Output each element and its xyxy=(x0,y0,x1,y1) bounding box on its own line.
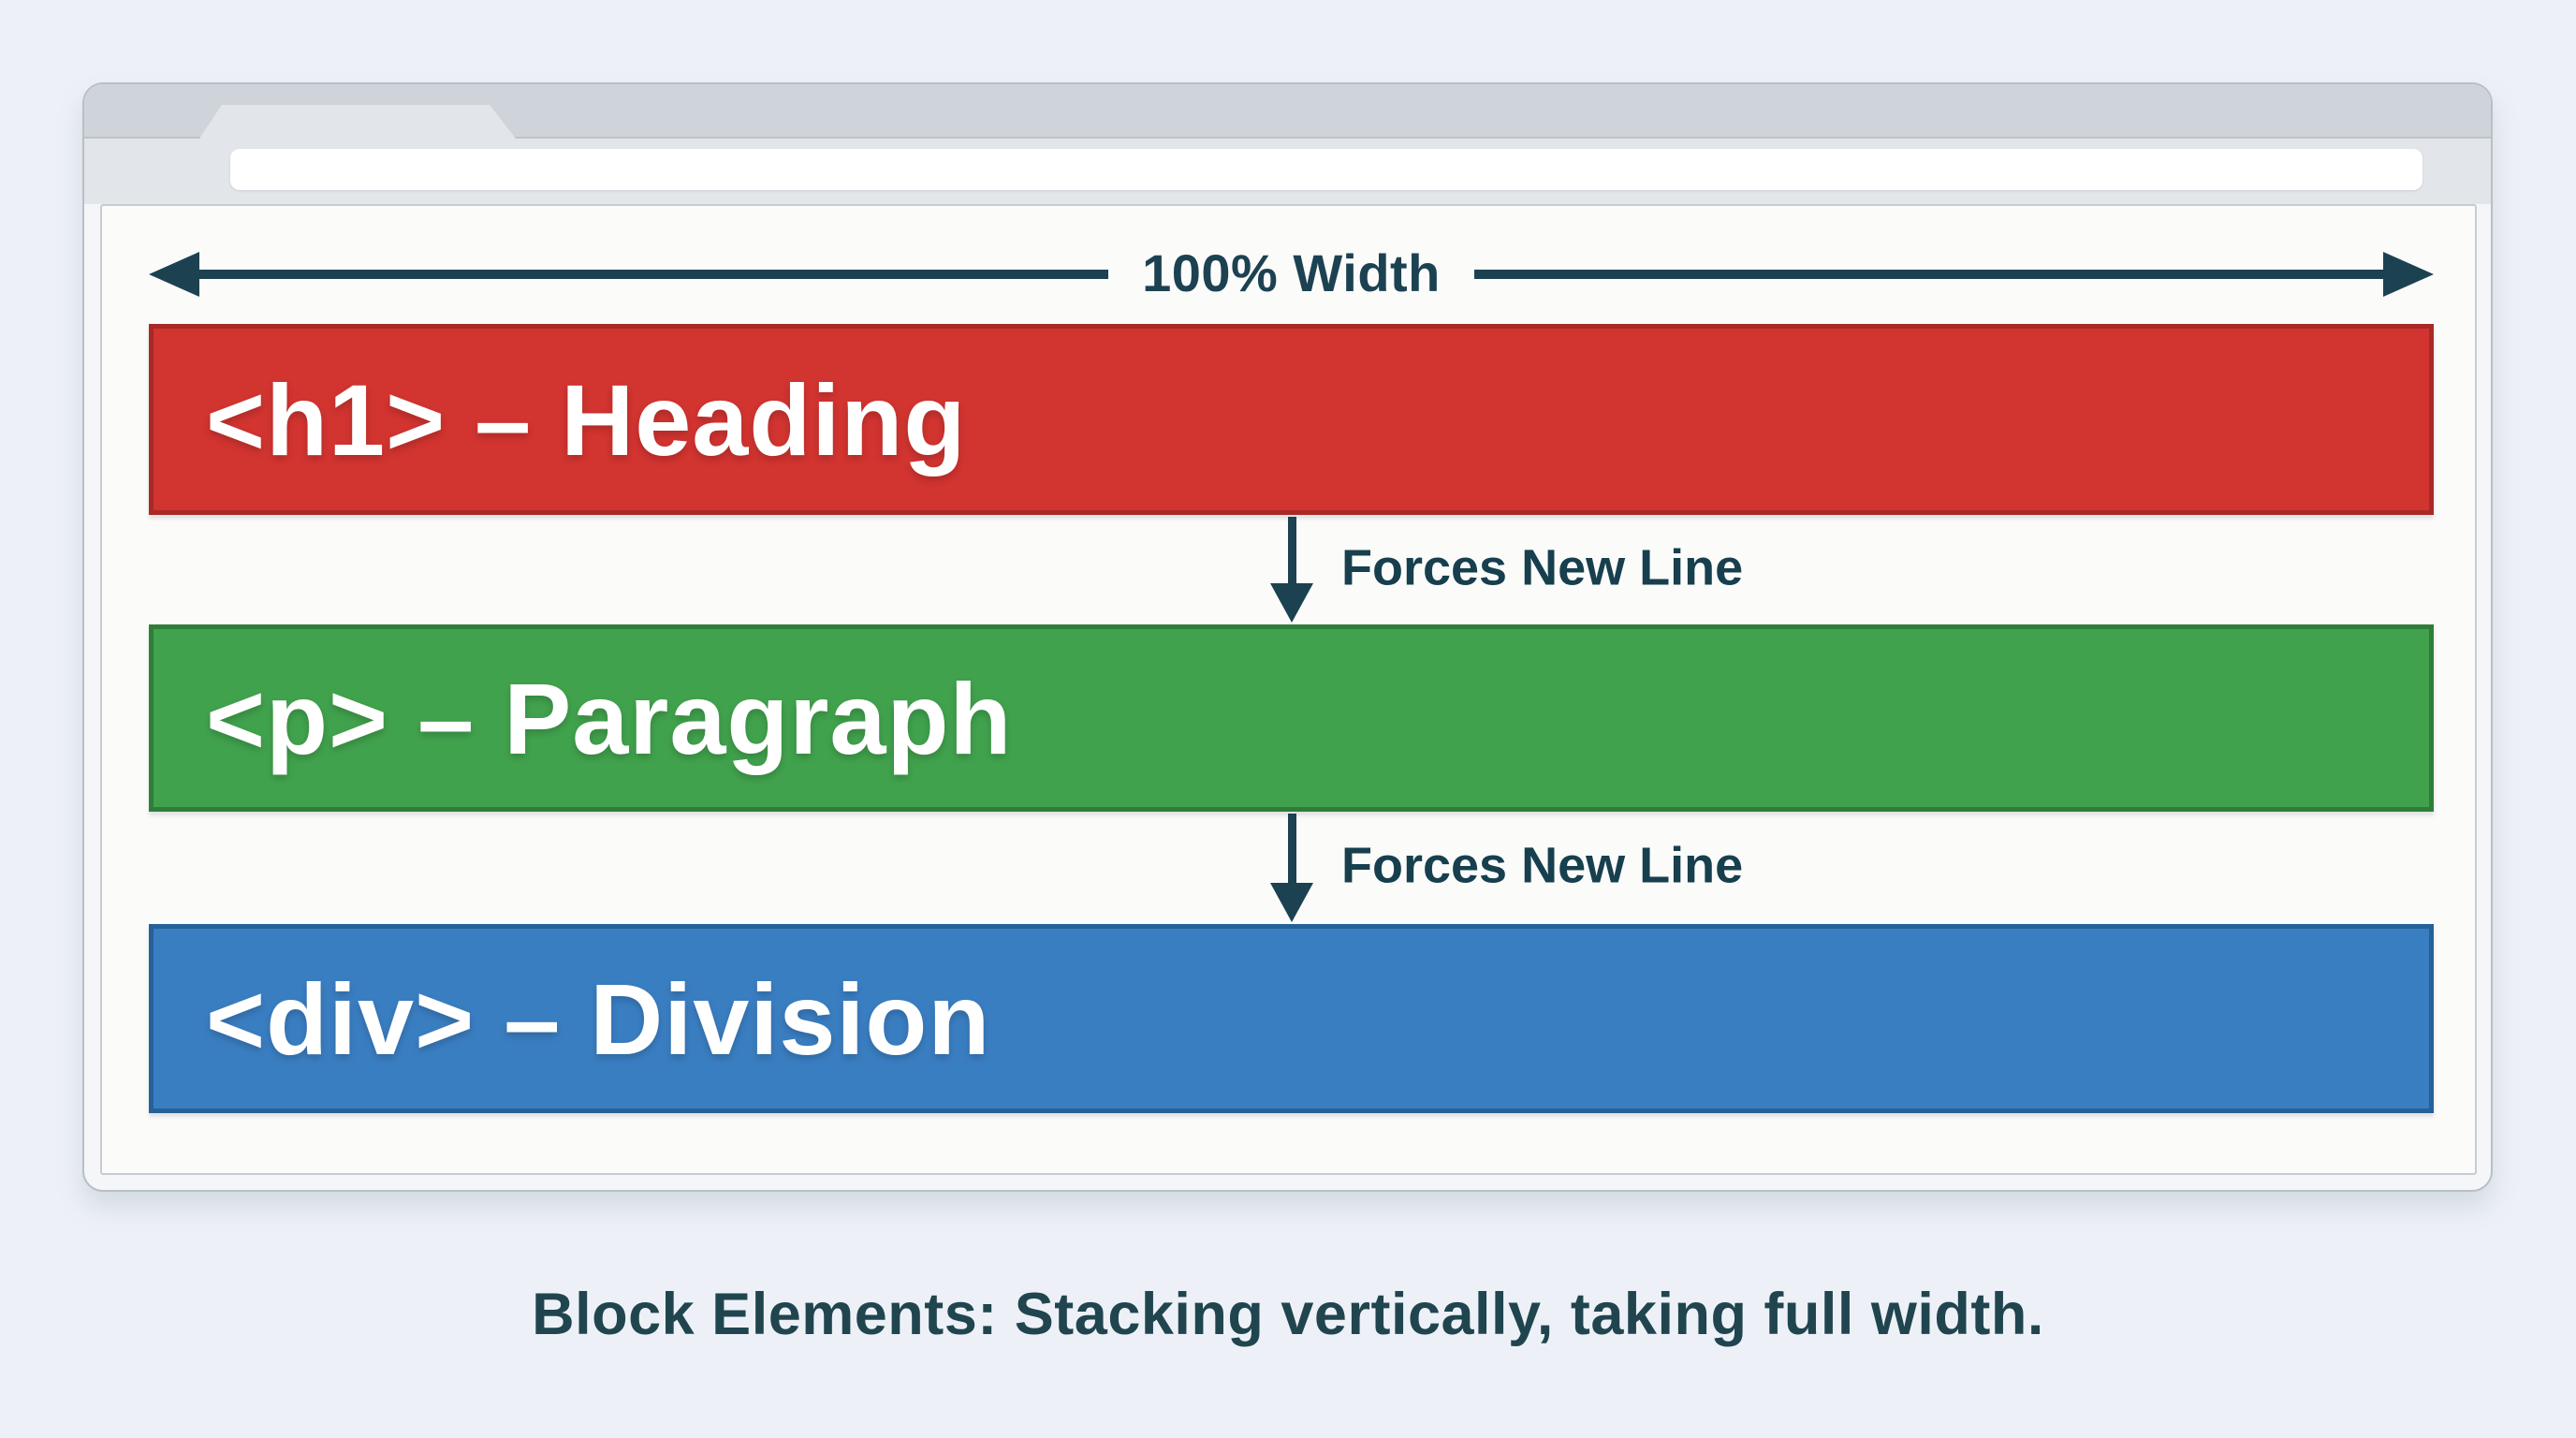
browser-viewport: 100% Width <h1> – Heading Forces New Lin… xyxy=(100,204,2477,1175)
down-arrow-shaft xyxy=(1288,814,1296,887)
arrow-right-icon xyxy=(2383,252,2434,297)
browser-tab-bar xyxy=(84,84,2491,139)
diagram-caption: Block Elements: Stacking vertically, tak… xyxy=(532,1282,2044,1347)
arrow-line xyxy=(1473,270,2383,279)
full-width-arrow: 100% Width xyxy=(149,231,2434,317)
forces-new-line-label-2: Forces New Line xyxy=(1341,837,1744,894)
arrow-left-icon xyxy=(149,252,199,297)
block-bar-p: <p> – Paragraph xyxy=(149,624,2434,812)
forces-new-line-group-2: Forces New Line xyxy=(1270,814,1743,922)
arrow-line xyxy=(199,270,1109,279)
browser-window: 100% Width <h1> – Heading Forces New Lin… xyxy=(82,82,2493,1192)
down-arrow-icon xyxy=(1270,883,1313,922)
block-bar-h1: <h1> – Heading xyxy=(149,324,2434,515)
width-arrow-label: 100% Width xyxy=(1142,242,1441,302)
forces-new-line-group-1: Forces New Line xyxy=(1270,517,1743,623)
block-bar-p-label: <p> – Paragraph xyxy=(206,661,1013,775)
down-arrow-shaft xyxy=(1288,517,1296,587)
forces-new-line-label-1: Forces New Line xyxy=(1341,539,1744,596)
address-bar xyxy=(230,149,2422,190)
browser-toolbar xyxy=(84,139,2491,204)
block-bar-h1-label: <h1> – Heading xyxy=(206,362,967,477)
block-bar-div: <div> – Division xyxy=(149,924,2434,1113)
down-arrow-icon xyxy=(1270,583,1313,623)
block-bar-div-label: <div> – Division xyxy=(206,961,991,1076)
browser-tab xyxy=(199,105,516,139)
